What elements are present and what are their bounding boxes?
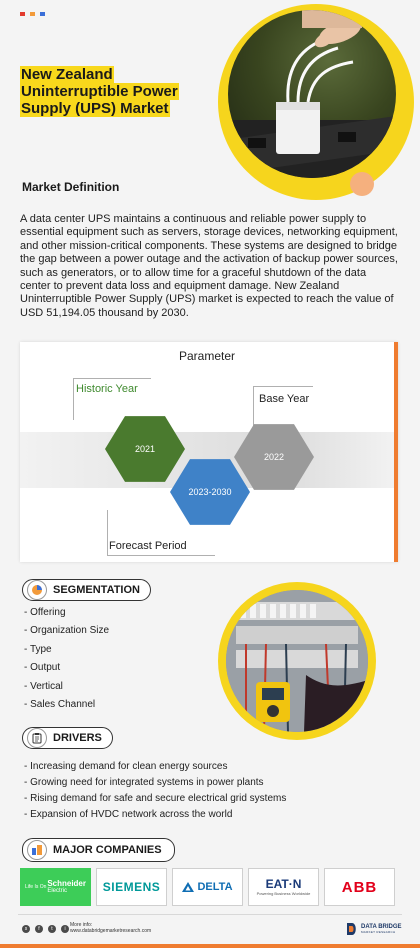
clipboard-icon — [27, 728, 47, 748]
skype-icon[interactable]: s — [22, 925, 30, 933]
more-info-url[interactable]: www.databridgemarketresearch.com — [70, 928, 152, 934]
buildings-icon — [27, 840, 47, 860]
schneider-sub: Electric — [47, 888, 67, 894]
more-info: More info: www.databridgemarketresearch.… — [70, 922, 151, 934]
forecast-period-value: 2023-2030 — [188, 487, 232, 497]
delta-triangle-icon — [182, 882, 195, 892]
brand-mark-icon — [347, 923, 356, 935]
list-item: Vertical — [24, 678, 109, 696]
base-connector — [253, 386, 254, 432]
delta-logo: DELTA — [172, 868, 243, 906]
base-connector-top — [253, 386, 313, 387]
segmentation-label: SEGMENTATION — [53, 584, 140, 596]
page-title: New Zealand Uninterruptible Power Supply… — [20, 66, 179, 117]
bottom-accent-bar — [0, 944, 420, 948]
abb-logo: ABB — [324, 868, 395, 906]
delta-name: DELTA — [197, 881, 233, 893]
list-item: Organization Size — [24, 622, 109, 640]
list-item: Rising demand for safe and secure electr… — [24, 791, 286, 807]
historic-year-label: Historic Year — [76, 383, 138, 395]
eaton-tagline: Powering Business Worldwide — [256, 891, 311, 896]
siemens-name: SIEMENS — [102, 880, 161, 894]
power-strip-illustration — [228, 10, 396, 178]
list-item: Growing need for integrated systems in p… — [24, 775, 286, 791]
major-companies-heading: MAJOR COMPANIES — [22, 838, 175, 862]
abb-name: ABB — [341, 878, 378, 896]
hero-image — [228, 10, 396, 178]
base-year-value: 2022 — [263, 452, 285, 462]
more-info-label: More info: — [70, 922, 93, 928]
list-item: Type — [24, 641, 109, 659]
segmentation-image — [226, 590, 368, 732]
decorative-circle — [350, 172, 374, 196]
drivers-label: DRIVERS — [53, 732, 102, 744]
list-item: Sales Channel — [24, 696, 109, 714]
schneider-electric-logo: Life Is On Schneider Electric — [20, 868, 91, 906]
historic-year-value: 2021 — [134, 444, 156, 454]
dot-red — [20, 12, 25, 16]
decorative-dots — [20, 12, 45, 16]
base-year-label: Base Year — [259, 393, 310, 405]
historic-connector-top — [73, 378, 151, 379]
segmentation-list: Offering Organization Size Type Output V… — [24, 604, 109, 714]
list-item: Offering — [24, 604, 109, 622]
eaton-name: EAT·N — [265, 877, 302, 891]
dot-blue — [40, 12, 45, 16]
historic-year-hex: 2021 — [105, 416, 185, 482]
forecast-connector-bottom — [107, 555, 215, 556]
market-definition-heading: Market Definition — [22, 180, 120, 194]
siemens-logo: SIEMENS — [96, 868, 167, 906]
instagram-icon[interactable]: i — [61, 925, 69, 933]
forecast-period-label: Forecast Period — [109, 540, 187, 552]
schneider-name: Schneider — [47, 879, 86, 888]
parameter-panel: Parameter Historic Year Base Year Foreca… — [20, 342, 398, 562]
market-definition-text: A data center UPS maintains a continuous… — [20, 213, 398, 319]
pie-chart-icon — [27, 580, 47, 600]
brand-logo: DATA BRIDGE MARKET RESEARCH — [346, 922, 402, 936]
forecast-connector — [107, 510, 108, 556]
drivers-list: Increasing demand for clean energy sourc… — [24, 759, 286, 823]
twitter-icon[interactable]: t — [48, 925, 56, 933]
base-year-hex: 2022 — [234, 424, 314, 490]
dot-orange — [30, 12, 35, 16]
segmentation-heading: SEGMENTATION — [22, 579, 151, 601]
footer-divider — [18, 914, 402, 915]
parameter-title: Parameter — [178, 349, 236, 363]
historic-connector — [73, 378, 74, 420]
list-item: Expansion of HVDC network across the wor… — [24, 807, 286, 823]
drivers-heading: DRIVERS — [22, 727, 113, 749]
facebook-icon[interactable]: f — [35, 925, 43, 933]
schneider-tagline: Life Is On — [25, 884, 47, 890]
list-item: Output — [24, 659, 109, 677]
electrical-panel-illustration — [226, 590, 368, 732]
brand-sub: MARKET RESEARCH — [361, 930, 396, 934]
company-logos: Life Is On Schneider Electric SIEMENS DE… — [20, 868, 395, 906]
list-item: Increasing demand for clean energy sourc… — [24, 759, 286, 775]
eaton-logo: EAT·N Powering Business Worldwide — [248, 868, 319, 906]
brand-name: DATA BRIDGE — [361, 924, 402, 930]
major-companies-label: MAJOR COMPANIES — [53, 844, 162, 856]
social-links: s f t i — [22, 925, 69, 933]
